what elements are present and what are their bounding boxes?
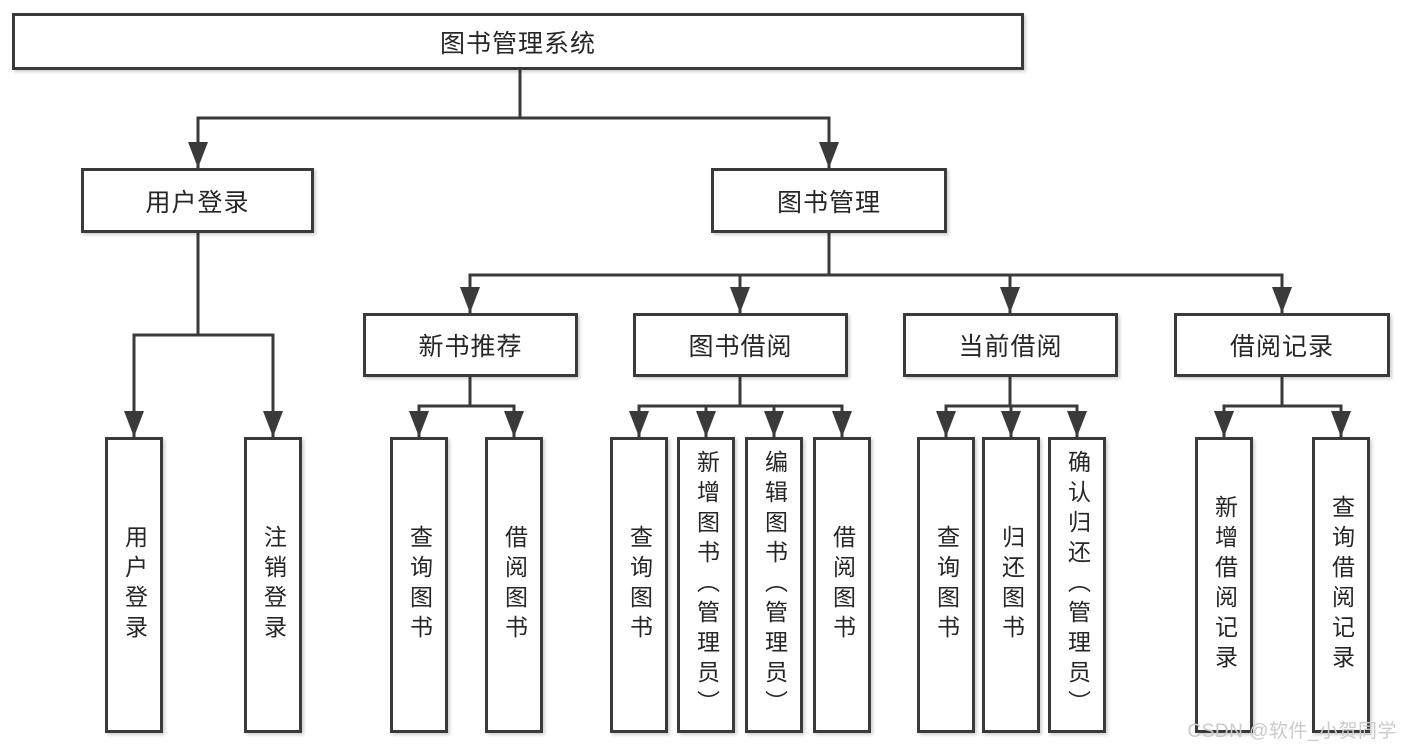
node-label: 当前借阅 [958, 333, 1063, 361]
node-label: 新增图书（管理员） [693, 450, 720, 720]
node-leaf-br-query-record: 查询借阅记录 [1312, 437, 1370, 733]
arrowhead-icon [409, 411, 429, 437]
node-label: 归还图书 [998, 525, 1025, 645]
node-leaf-nb-query-book: 查询图书 [390, 437, 448, 733]
node-leaf-nb-borrow-book: 借阅图书 [485, 437, 543, 733]
arrowhead-icon [819, 142, 839, 168]
node-label: 用户登录 [145, 188, 250, 217]
arrowhead-icon [730, 287, 750, 313]
node-label: 用户登录 [121, 525, 148, 645]
node-label: 图书管理 [776, 188, 881, 217]
node-label: 查询图书 [626, 525, 653, 645]
node-new-book-recommend: 新书推荐 [363, 313, 578, 377]
node-book-management: 图书管理 [711, 168, 947, 233]
arrowhead-icon [1331, 411, 1351, 437]
node-label: 借阅记录 [1229, 333, 1334, 361]
arrowhead-icon [1272, 287, 1292, 313]
arrowhead-icon [1067, 411, 1087, 437]
node-leaf-bb-query-book: 查询图书 [610, 437, 668, 733]
arrowhead-icon [832, 411, 852, 437]
node-leaf-bb-borrow-book: 借阅图书 [813, 437, 871, 733]
node-label: 注销登录 [260, 525, 287, 645]
node-leaf-user-login: 用户登录 [105, 437, 163, 733]
arrowhead-icon [1214, 411, 1234, 437]
arrowhead-icon [1000, 287, 1020, 313]
node-leaf-br-add-record: 新增借阅记录 [1195, 437, 1253, 733]
node-label: 图书借阅 [688, 333, 793, 361]
node-label: 查询借阅记录 [1328, 495, 1355, 675]
node-label: 新书推荐 [418, 333, 523, 361]
arrowhead-icon [696, 411, 716, 437]
node-book-borrow: 图书借阅 [633, 313, 848, 377]
node-leaf-logout: 注销登录 [244, 437, 302, 733]
node-label: 查询图书 [406, 525, 433, 645]
node-label: 查询图书 [933, 525, 960, 645]
node-leaf-cb-confirm-return: 确认归还（管理员） [1048, 437, 1106, 733]
arrowhead-icon [460, 287, 480, 313]
node-leaf-cb-return-book: 归还图书 [982, 437, 1040, 733]
arrowhead-icon [936, 411, 956, 437]
node-label: 借阅图书 [829, 525, 856, 645]
node-leaf-bb-edit-book: 编辑图书（管理员） [745, 437, 803, 733]
node-user-login: 用户登录 [81, 168, 314, 233]
node-label: 新增借阅记录 [1211, 495, 1238, 675]
node-borrow-records: 借阅记录 [1174, 313, 1390, 377]
node-leaf-cb-query-book: 查询图书 [917, 437, 975, 733]
node-label: 编辑图书（管理员） [761, 450, 788, 720]
node-current-borrow: 当前借阅 [903, 313, 1118, 377]
arrowhead-icon [263, 411, 283, 437]
arrowhead-icon [1001, 411, 1021, 437]
arrowhead-icon [764, 411, 784, 437]
node-label: 借阅图书 [501, 525, 528, 645]
arrowhead-icon [124, 411, 144, 437]
node-leaf-bb-add-book: 新增图书（管理员） [677, 437, 735, 733]
arrowhead-icon [629, 411, 649, 437]
node-root: 图书管理系统 [12, 13, 1024, 70]
arrowhead-icon [188, 142, 208, 168]
node-label: 图书管理系统 [439, 29, 596, 58]
arrowhead-icon [504, 411, 524, 437]
watermark: CSDN @软件_小贺同学 [1187, 721, 1397, 742]
node-label: 确认归还（管理员） [1064, 450, 1091, 720]
